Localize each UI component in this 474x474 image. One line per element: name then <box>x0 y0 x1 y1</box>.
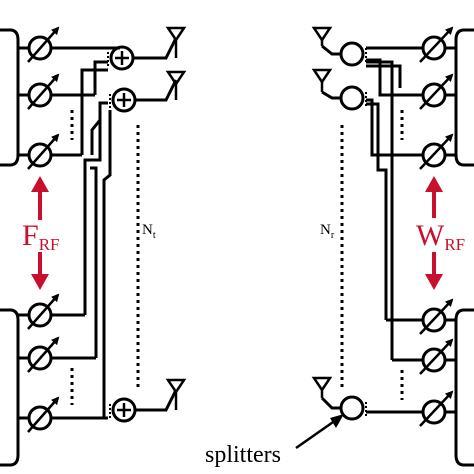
phase-shifter-icon <box>27 405 53 431</box>
antenna-icon <box>165 378 187 410</box>
phase-shifter-icon <box>27 345 53 371</box>
tx-rf-chain-bottom <box>0 308 20 467</box>
antenna-icon <box>311 26 333 46</box>
phase-shifter-icon <box>421 142 447 168</box>
antenna-icon <box>165 70 187 100</box>
phase-shifter-icon <box>421 307 447 333</box>
tx-rf-chain-top <box>0 28 20 167</box>
rx-bottom-group <box>366 298 456 427</box>
w-rf-annotation <box>425 176 443 290</box>
splitter-2 <box>339 85 365 111</box>
antenna-icon <box>311 68 333 92</box>
rx-top-group <box>366 26 456 360</box>
tx-bottom-group <box>18 110 112 433</box>
tx-combiner-1 <box>109 45 135 71</box>
splitter-1 <box>339 41 365 67</box>
w-rf-label: WRF <box>416 219 465 254</box>
splitters-pointer <box>295 414 344 450</box>
phase-shifter-icon <box>421 347 447 373</box>
phase-shifter-icon <box>421 82 447 108</box>
tx-combiner-2 <box>111 87 137 113</box>
phase-shifter-icon <box>27 35 53 61</box>
nr-label: Nr <box>320 222 335 241</box>
phase-shifter-icon <box>27 142 53 168</box>
tx-combiner-3 <box>111 397 137 423</box>
nt-label: Nt <box>142 222 156 241</box>
phase-shifter-icon <box>27 82 53 108</box>
antenna-icon <box>311 376 333 398</box>
tx-top-group <box>18 26 120 170</box>
phase-shifter-icon <box>27 302 53 328</box>
receiver-side <box>311 26 474 467</box>
phase-shifter-icon <box>421 399 447 425</box>
phase-shifter-icon <box>421 35 447 61</box>
splitters-label: splitters <box>205 442 281 468</box>
f-rf-annotation <box>31 176 49 290</box>
f-rf-label: FRF <box>22 219 59 254</box>
transmitter-side <box>0 26 187 467</box>
antenna-icon <box>165 26 187 58</box>
rx-rf-chain-top <box>454 28 474 167</box>
splitter-3 <box>339 395 365 421</box>
rx-rf-chain-bottom <box>454 308 474 467</box>
